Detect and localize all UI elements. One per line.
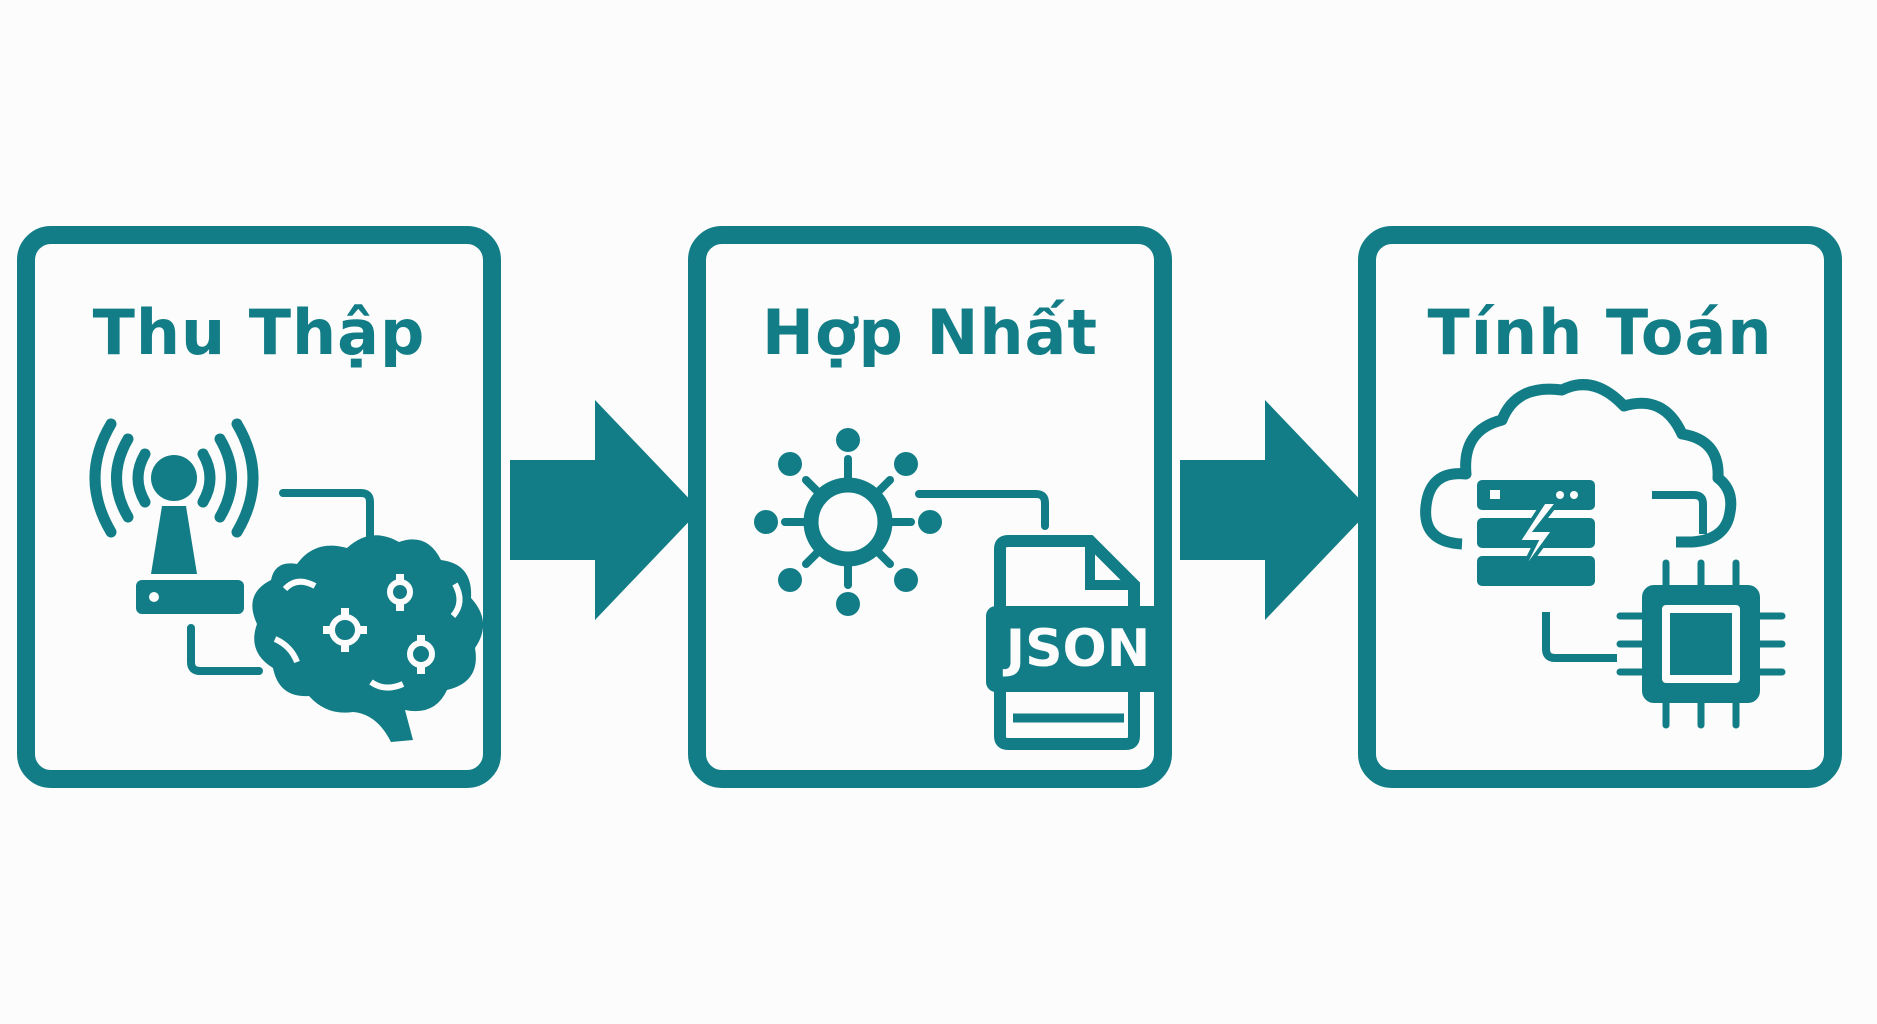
brain-gears-icon: [252, 535, 483, 742]
network-hub-icon: [754, 428, 1049, 616]
arrow-2-to-3: [1180, 400, 1370, 620]
json-file-icon: JSON: [986, 535, 1154, 750]
stage-card-collect: Thu Thập: [17, 226, 501, 788]
stage-icons-collect: [89, 418, 483, 742]
cloud-server-icon: [1420, 379, 1737, 662]
json-file-label: JSON: [1003, 619, 1151, 679]
stage-icons-compute: [1420, 379, 1786, 729]
cpu-chip-icon: [1616, 559, 1786, 729]
stage-card-merge: Hợp Nhất: [688, 226, 1172, 788]
stage-card-compute: Tính Toán: [1358, 226, 1842, 788]
stage-title-collect: Thu Thập: [92, 296, 426, 369]
stage-title-compute: Tính Toán: [1427, 296, 1773, 369]
stage-title-merge: Hợp Nhất: [762, 296, 1098, 369]
stage-icons-merge: JSON: [754, 428, 1154, 750]
antenna-icon: [89, 418, 374, 675]
arrow-1-to-2: [510, 400, 700, 620]
